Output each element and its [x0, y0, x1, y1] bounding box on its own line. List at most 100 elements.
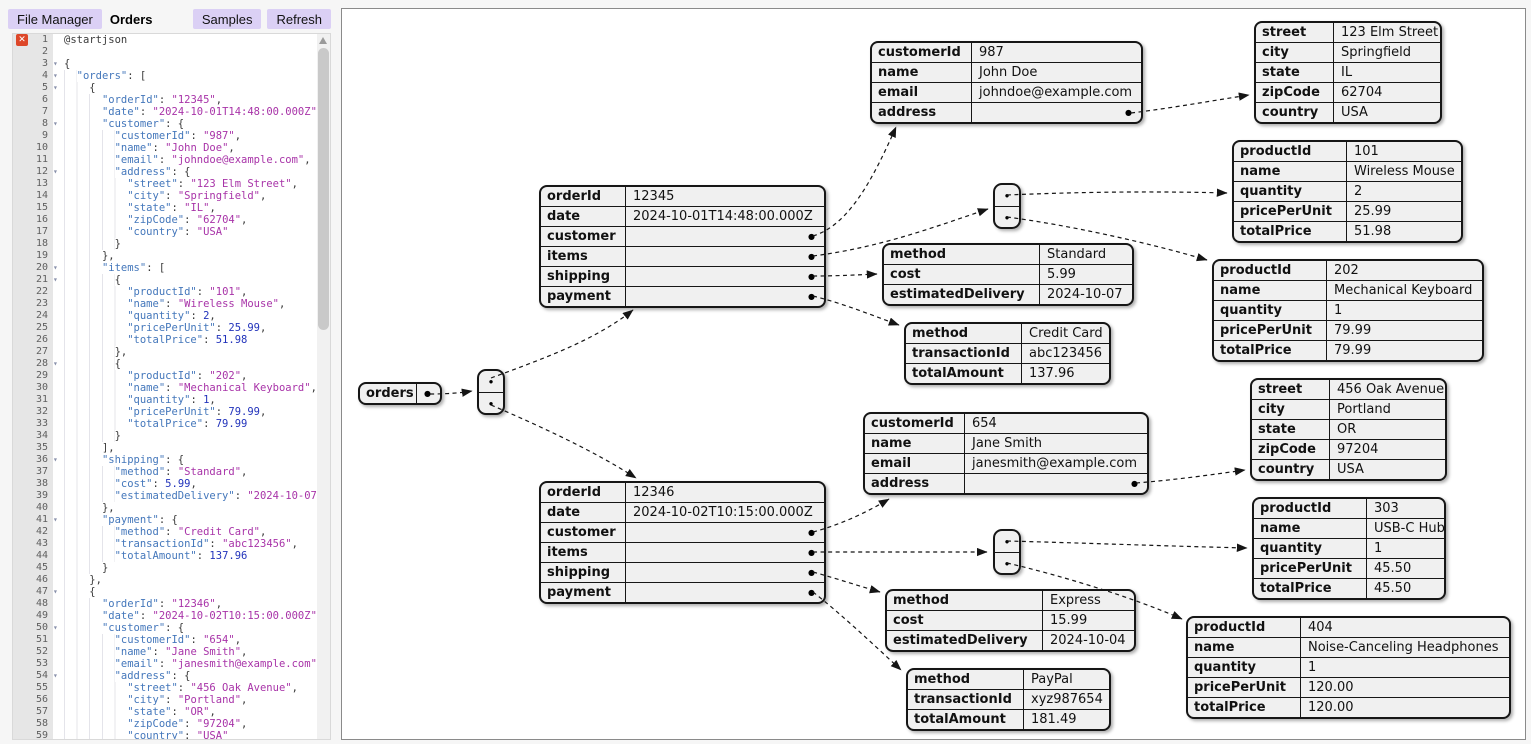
editor-line[interactable]: 10 "name": "John Doe",	[13, 142, 330, 154]
field-key: state	[1252, 420, 1330, 439]
editor-line[interactable]: 56 "city": "Portland",	[13, 694, 330, 706]
scroll-up-icon[interactable]	[319, 37, 327, 44]
editor-line[interactable]: 37 "method": "Standard",	[13, 466, 330, 478]
fold-arrow-icon[interactable]: ▾	[53, 119, 58, 128]
fold-arrow-icon[interactable]: ▾	[53, 167, 58, 176]
fold-arrow-icon[interactable]: ▾	[53, 623, 58, 632]
editor-line[interactable]: 26 "totalPrice": 51.98	[13, 334, 330, 346]
editor-line[interactable]: 44 "totalAmount": 137.96	[13, 550, 330, 562]
editor-line[interactable]: 40 },	[13, 502, 330, 514]
editor-line[interactable]: 58 "zipCode": "97204",	[13, 718, 330, 730]
code-token: :	[165, 526, 178, 538]
editor-line[interactable]: 11 "email": "johndoe@example.com",	[13, 154, 330, 166]
code-token: "USA"	[196, 226, 229, 238]
editor-line[interactable]: 48 "orderId": "12346",	[13, 598, 330, 610]
fold-arrow-icon[interactable]: ▾	[53, 59, 58, 68]
editor-line[interactable]: 30 "name": "Mechanical Keyboard",	[13, 382, 330, 394]
editor-line[interactable]: 54▾ "address": {	[13, 670, 330, 682]
editor-line[interactable]: 29 "productId": "202",	[13, 370, 330, 382]
editor-line[interactable]: 46 },	[13, 574, 330, 586]
code-token: 25.99	[228, 322, 260, 334]
editor-line[interactable]: 25 "pricePerUnit": 25.99,	[13, 322, 330, 334]
editor-line[interactable]: 14 "city": "Springfield",	[13, 190, 330, 202]
field-value: 1	[1308, 660, 1317, 675]
editor-line[interactable]: 52 "name": "Jane Smith",	[13, 646, 330, 658]
editor-line[interactable]: 35 ],	[13, 442, 330, 454]
editor-line[interactable]: 4▾ "orders": [	[13, 70, 330, 82]
editor-line[interactable]: 57 "state": "OR",	[13, 706, 330, 718]
code-token	[64, 94, 102, 106]
editor-line[interactable]: 53 "email": "janesmith@example.com",	[13, 658, 330, 670]
editor-line[interactable]: 38 "cost": 5.99,	[13, 478, 330, 490]
editor-line[interactable]: 21▾ {	[13, 274, 330, 286]
node-row: items●	[541, 246, 824, 266]
editor-line[interactable]: 3▾{	[13, 58, 330, 70]
fold-arrow-icon[interactable]: ▾	[53, 455, 58, 464]
field-key: method	[908, 670, 1024, 689]
code-text: "name": "Mechanical Keyboard",	[64, 382, 317, 394]
fold-arrow-icon[interactable]: ▾	[53, 587, 58, 596]
scrollbar-thumb[interactable]	[318, 48, 329, 330]
editor-line[interactable]: 23 "name": "Wireless Mouse",	[13, 298, 330, 310]
line-number: 11	[13, 154, 53, 166]
editor-line[interactable]: 24 "quantity": 2,	[13, 310, 330, 322]
editor-line[interactable]: 9 "customerId": "987",	[13, 130, 330, 142]
editor-line[interactable]: 47▾ {	[13, 586, 330, 598]
fold-arrow-icon[interactable]: ▾	[53, 263, 58, 272]
editor-line[interactable]: 6 "orderId": "12345",	[13, 94, 330, 106]
editor-line[interactable]: 20▾ "items": [	[13, 262, 330, 274]
editor-line[interactable]: 36▾ "shipping": {	[13, 454, 330, 466]
editor-line[interactable]: 32 "pricePerUnit": 79.99,	[13, 406, 330, 418]
editor-line[interactable]: 39 "estimatedDelivery": "2024-10-07"	[13, 490, 330, 502]
editor-line[interactable]: 12▾ "address": {	[13, 166, 330, 178]
fold-arrow-icon[interactable]: ▾	[53, 359, 58, 368]
editor-line[interactable]: 5▾ {	[13, 82, 330, 94]
editor-line[interactable]: ✕1@startjson	[13, 34, 330, 46]
editor-line[interactable]: 19 },	[13, 250, 330, 262]
code-token: :	[184, 718, 197, 730]
editor-line[interactable]: 33 "totalPrice": 79.99	[13, 418, 330, 430]
field-value: Mechanical Keyboard	[1334, 283, 1473, 298]
editor-line[interactable]: 45 }	[13, 562, 330, 574]
editor-line[interactable]: 50▾ "customer": {	[13, 622, 330, 634]
editor-line[interactable]: 7 "date": "2024-10-01T14:48:00.000Z",	[13, 106, 330, 118]
editor-line[interactable]: 17 "country": "USA"	[13, 226, 330, 238]
editor-line[interactable]: 18 }	[13, 238, 330, 250]
editor-line[interactable]: 27 },	[13, 346, 330, 358]
code-text: "pricePerUnit": 79.99,	[64, 406, 266, 418]
fold-arrow-icon[interactable]: ▾	[53, 515, 58, 524]
file-manager-button[interactable]: File Manager	[8, 9, 102, 29]
field-key: productId	[1188, 618, 1301, 637]
fold-arrow-icon[interactable]: ▾	[53, 83, 58, 92]
editor-line[interactable]: 41▾ "payment": {	[13, 514, 330, 526]
editor-line[interactable]: 34 }	[13, 430, 330, 442]
fold-arrow-icon[interactable]: ▾	[53, 71, 58, 80]
editor-line[interactable]: 8▾ "customer": {	[13, 118, 330, 130]
editor-line[interactable]: 51 "customerId": "654",	[13, 634, 330, 646]
editor-line[interactable]: 42 "method": "Credit Card",	[13, 526, 330, 538]
editor-line[interactable]: 13 "street": "123 Elm Street",	[13, 178, 330, 190]
field-key: date	[541, 207, 626, 226]
code-token: "abc123456"	[222, 538, 292, 550]
editor-line[interactable]: 28▾ {	[13, 358, 330, 370]
editor-line[interactable]: 31 "quantity": 1,	[13, 394, 330, 406]
editor-line[interactable]: 22 "productId": "101",	[13, 286, 330, 298]
code-token: ,	[260, 406, 267, 418]
editor-line[interactable]: 59 "country": "USA"	[13, 730, 330, 739]
editor-line[interactable]: 16 "zipCode": "62704",	[13, 214, 330, 226]
editor-line[interactable]: 15 "state": "IL",	[13, 202, 330, 214]
refresh-button[interactable]: Refresh	[267, 9, 331, 29]
field-value: USA	[1341, 105, 1368, 120]
editor-scrollbar[interactable]	[317, 34, 330, 739]
editor-line[interactable]: 49 "date": "2024-10-02T10:15:00.000Z",	[13, 610, 330, 622]
fold-arrow-icon[interactable]: ▾	[53, 275, 58, 284]
editor-line[interactable]: 55 "street": "456 Oak Avenue",	[13, 682, 330, 694]
editor-line[interactable]: 2	[13, 46, 330, 58]
editor-line[interactable]: 43 "transactionId": "abc123456",	[13, 538, 330, 550]
fold-arrow-icon[interactable]: ▾	[53, 671, 58, 680]
samples-button[interactable]: Samples	[192, 9, 262, 29]
